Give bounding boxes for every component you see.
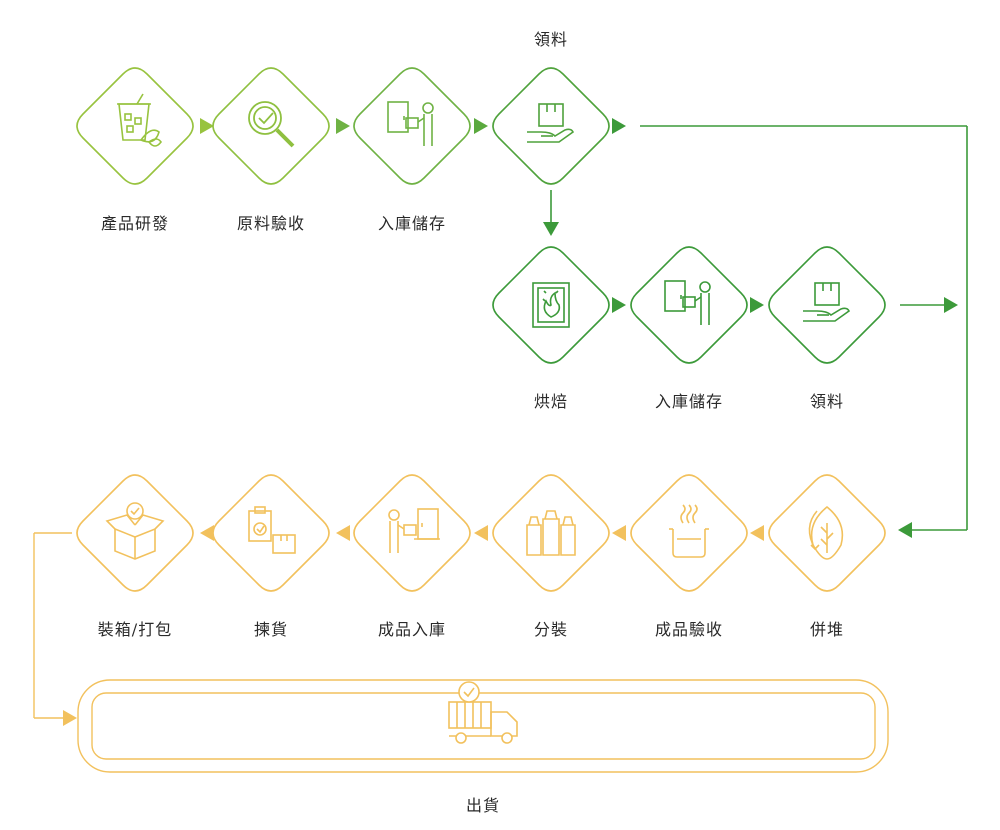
step-picking: [212, 474, 330, 592]
step-product-development: [76, 67, 194, 185]
step-material-pickup-1: [492, 67, 610, 185]
flow-connectors: [33, 125, 968, 726]
step-baking: [492, 246, 610, 364]
arrow-head: [474, 118, 488, 134]
worker-door-icon: [388, 508, 440, 553]
arrow-head: [944, 297, 958, 313]
step-warehouse-storage-2: [630, 246, 748, 364]
hand-box-icon: [527, 103, 575, 143]
arrow-head: [336, 118, 350, 134]
step-material-pickup-2: [768, 246, 886, 364]
arrow-head: [336, 525, 350, 541]
clipboard-box-icon: [248, 506, 296, 554]
diamond-frame: [353, 474, 471, 592]
arrow-head: [474, 525, 488, 541]
step-label-raw-material-inspection: 原料驗收: [236, 214, 305, 233]
arrow-head: [200, 525, 214, 541]
arrow-head: [750, 297, 764, 313]
coffee-bags-icon: [526, 510, 576, 556]
open-box-check-icon: [105, 502, 165, 560]
delivery-truck-check-icon: [448, 681, 518, 744]
diamond-frame: [76, 67, 194, 185]
arrow-head: [543, 222, 559, 236]
steaming-beaker-icon: [669, 504, 709, 558]
step-label-shipping: 出貨: [465, 796, 500, 815]
arrow-head: [612, 525, 626, 541]
drink-cup-leaf-icon: [117, 93, 162, 147]
diamond-frame: [630, 474, 748, 592]
warehouse-worker-icon: [664, 280, 711, 325]
arrow-head: [750, 525, 764, 541]
step-finished-goods-inspection: [630, 474, 748, 592]
diamond-frame: [492, 474, 610, 592]
arrow-head: [63, 710, 77, 726]
arrow-head: [612, 118, 626, 134]
step-label-picking: 揀貨: [253, 620, 288, 639]
step-label-warehouse-storage: 入庫儲存: [377, 214, 446, 233]
step-label-baking: 烘焙: [533, 392, 568, 411]
step-label-finished-goods-storage: 成品入庫: [377, 620, 446, 639]
diamond-frame: [212, 67, 330, 185]
leaf-cycle-icon: [808, 505, 844, 560]
step-subpackaging: [492, 474, 610, 592]
step-warehouse-storage: [353, 67, 471, 185]
shipping-frame: [77, 679, 889, 773]
magnifier-check-icon: [248, 101, 295, 148]
step-label-subpackaging: 分裝: [533, 620, 568, 639]
oven-flame-icon: [532, 282, 570, 328]
step-blending: [768, 474, 886, 592]
step-label-product-development: 產品研發: [100, 214, 169, 233]
step-raw-material-inspection: [212, 67, 330, 185]
diamond-frame: [630, 246, 748, 364]
arrow-head: [200, 118, 214, 134]
hand-box-icon: [803, 282, 851, 322]
step-label-warehouse-storage-2: 入庫儲存: [654, 392, 723, 411]
step-label-material-pickup-2: 領料: [809, 392, 844, 411]
arrow-head: [898, 522, 912, 538]
step-packing: [76, 474, 194, 592]
step-finished-goods-storage: [353, 474, 471, 592]
arrow-head: [612, 297, 626, 313]
diamond-frame: [76, 474, 194, 592]
step-label-packing: 裝箱/打包: [97, 620, 173, 639]
warehouse-worker-icon: [387, 101, 434, 146]
step-label-top: 領料: [533, 30, 568, 49]
diamond-frame: [353, 67, 471, 185]
step-label-blending: 併堆: [809, 620, 844, 639]
step-label-finished-goods-inspection: 成品驗收: [654, 620, 723, 639]
